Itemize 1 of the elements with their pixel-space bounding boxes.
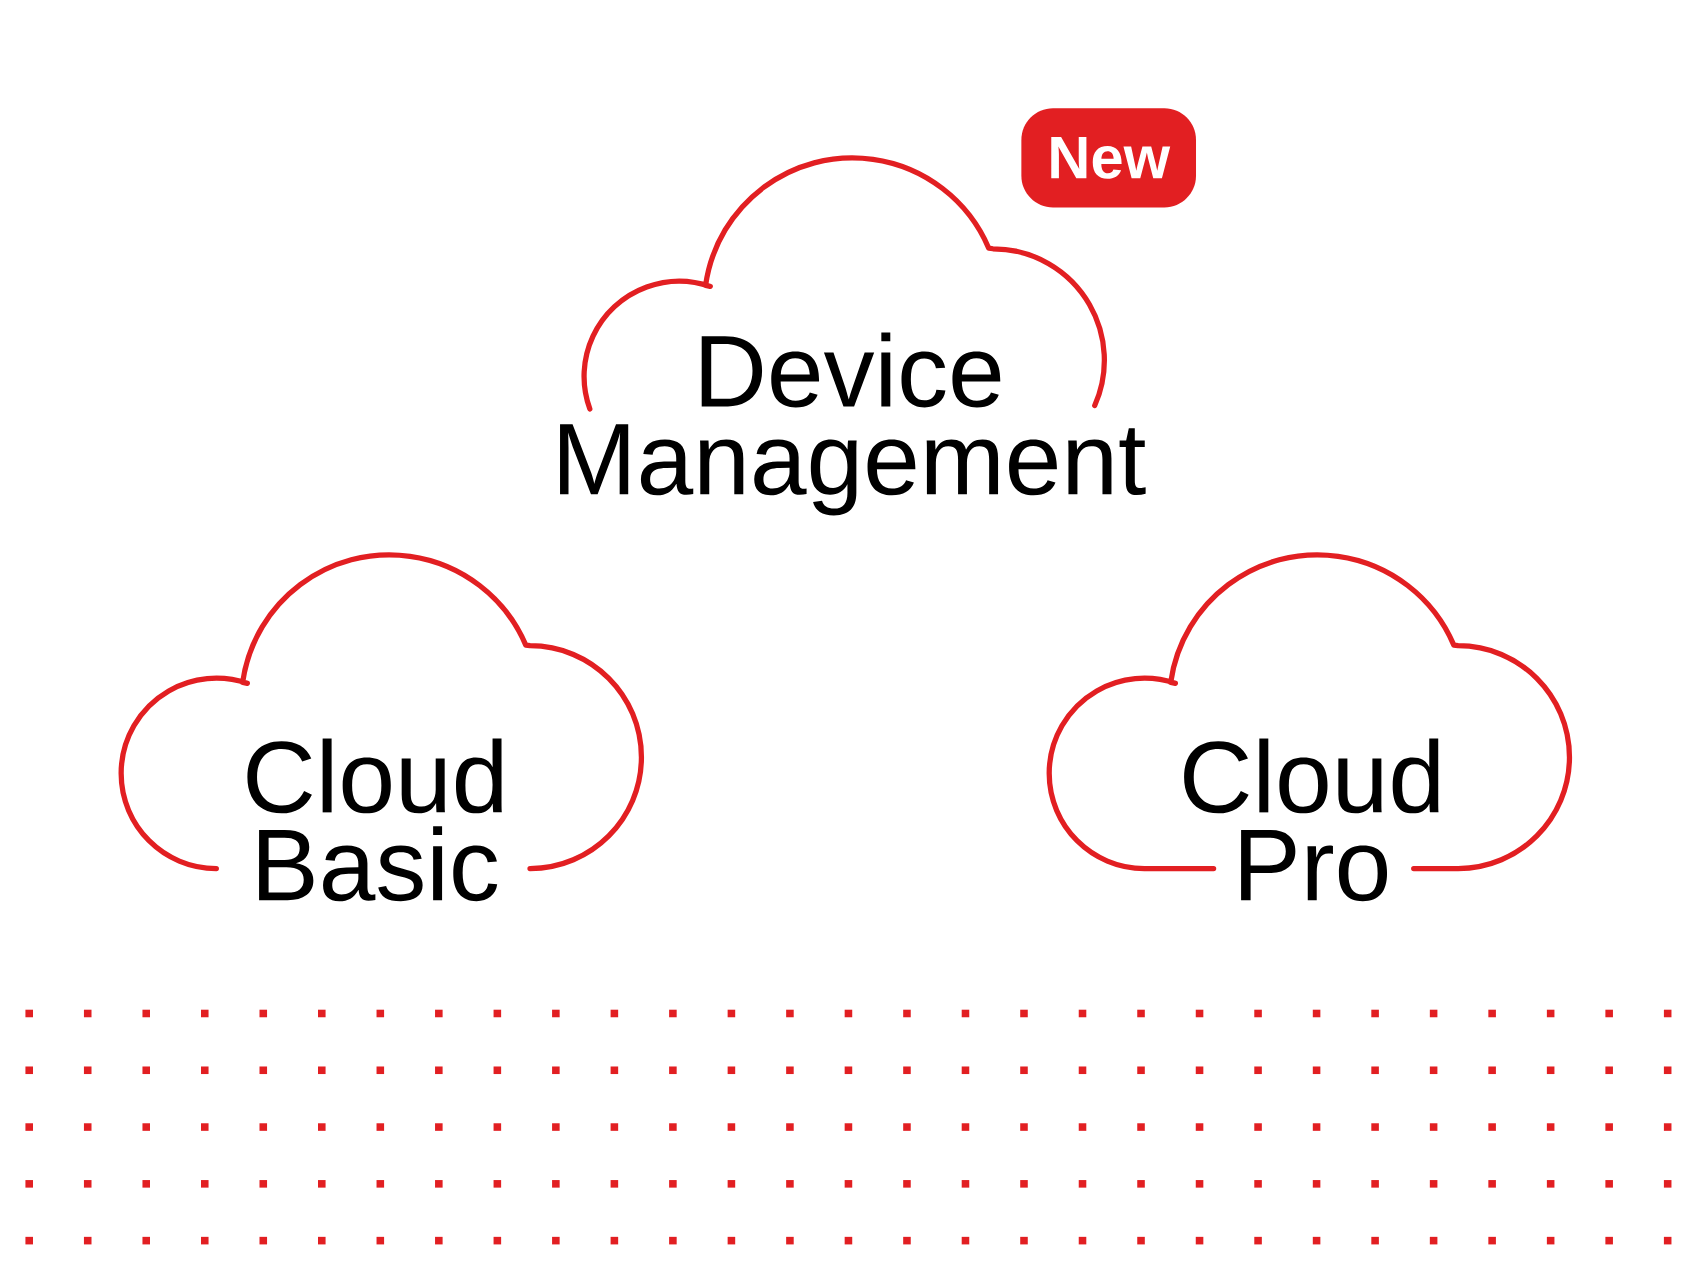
new-badge: New <box>1021 108 1196 208</box>
